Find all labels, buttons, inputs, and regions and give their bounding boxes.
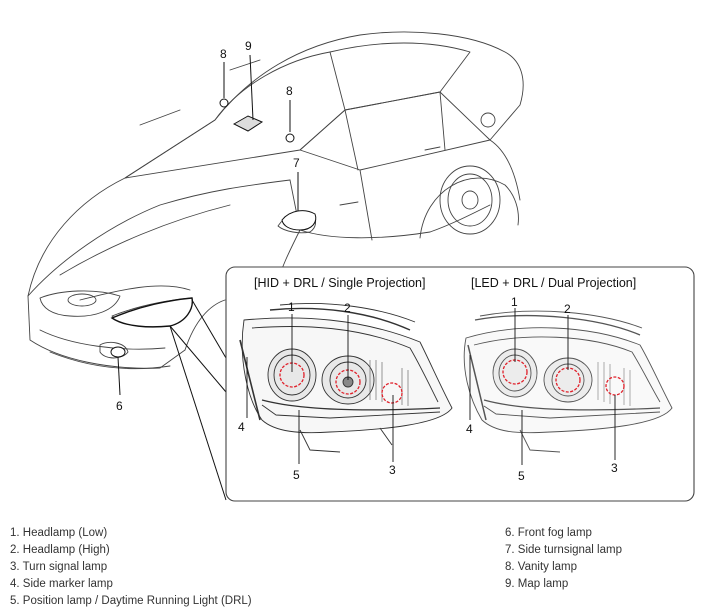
callout-9: 9 <box>245 39 252 53</box>
legend-item: 7. Side turnsignal lamp <box>505 544 622 556</box>
callout-6: 6 <box>116 399 123 413</box>
vanity-lamp-marker-right <box>285 133 295 143</box>
legend-left: 1. Headlamp (Low) 2. Headlamp (High) 3. … <box>10 525 252 610</box>
hid-leader-lines <box>246 314 394 464</box>
legend-item: 3. Turn signal lamp <box>10 561 108 573</box>
car-illustration <box>27 31 524 370</box>
led-callout-2: 2 <box>564 302 571 316</box>
legend-item: 5. Position lamp / Daytime Running Light… <box>10 595 252 607</box>
led-callout-3: 3 <box>611 461 618 475</box>
callout-8-right: 8 <box>286 84 293 98</box>
interior-lamp-markers <box>110 54 317 396</box>
hid-panel-title: [HID + DRL / Single Projection] <box>254 276 425 290</box>
callout-7: 7 <box>293 156 300 170</box>
vanity-lamp-marker-left <box>219 98 229 108</box>
hid-callout-3: 3 <box>389 463 396 477</box>
led-panel-title: [LED + DRL / Dual Projection] <box>471 276 636 290</box>
led-callout-4: 4 <box>466 422 473 436</box>
led-leader-lines <box>469 308 616 465</box>
legend-item: 9. Map lamp <box>505 578 569 590</box>
led-callout-1: 1 <box>511 295 518 309</box>
legend-item: 4. Side marker lamp <box>10 578 113 590</box>
led-headlamp <box>463 310 673 453</box>
callout-8-left: 8 <box>220 47 227 61</box>
hid-callout-2: 2 <box>344 301 351 315</box>
hid-callout-5: 5 <box>293 468 300 482</box>
hid-callout-1: 1 <box>288 300 295 314</box>
legend-right: 6. Front fog lamp 7. Side turnsignal lam… <box>505 525 622 593</box>
map-lamp-marker <box>232 115 264 132</box>
legend-item: 6. Front fog lamp <box>505 527 592 539</box>
hid-turn-signal-ring <box>381 382 403 404</box>
hid-callout-4: 4 <box>238 420 245 434</box>
legend-item: 2. Headlamp (High) <box>10 544 110 556</box>
legend-item: 1. Headlamp (Low) <box>10 527 108 539</box>
headlamp-callout <box>110 297 227 501</box>
led-callout-5: 5 <box>518 469 525 483</box>
legend-item: 8. Vanity lamp <box>505 561 578 573</box>
